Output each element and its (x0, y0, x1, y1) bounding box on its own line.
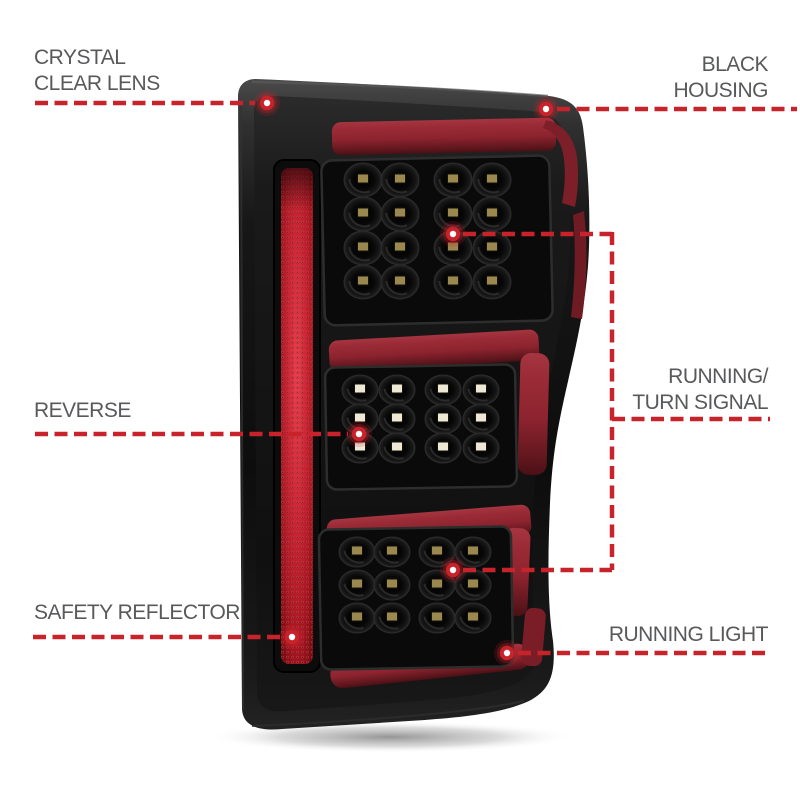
led-cup (454, 602, 492, 634)
callout-label-reverse: REVERSE (34, 399, 131, 422)
led-cup (472, 264, 512, 300)
led-cup (341, 432, 379, 464)
led-cup (341, 374, 379, 406)
callout-dot (440, 557, 466, 583)
led-cup (433, 264, 473, 300)
led-cup (462, 403, 500, 435)
led-sections (317, 154, 554, 671)
led-cup (462, 374, 500, 406)
led-cup (424, 432, 462, 464)
callout-dots (254, 90, 559, 666)
led-cup (378, 403, 416, 435)
led-cup (433, 162, 473, 198)
led-cup (424, 374, 462, 406)
callout-dot (533, 96, 559, 122)
led-cup (343, 196, 383, 232)
safety-reflector-strip (273, 159, 321, 673)
led-cup (424, 403, 462, 435)
callout-label-crystal-clear-lens: CRYSTAL CLEAR LENS (34, 46, 160, 95)
leader-lines (33, 100, 797, 656)
callout-label-running-turn-signal: RUNNING/ TURN SIGNAL (632, 365, 768, 414)
callout-dot (440, 221, 466, 247)
led-cup (378, 374, 416, 406)
led-cup (380, 230, 420, 266)
callout-dot (254, 90, 280, 116)
led-cup (462, 432, 500, 464)
led-cup (380, 162, 420, 198)
callout-label-running-light: RUNNING LIGHT (608, 623, 769, 646)
led-cup (472, 196, 512, 232)
led-cup (373, 536, 411, 568)
callout-dot (494, 640, 520, 666)
led-cup (343, 230, 383, 266)
led-cup (454, 536, 492, 568)
led-cup (454, 569, 492, 601)
callout-label-black-housing: BLACK HOUSING (673, 53, 768, 102)
led-cup (338, 602, 376, 634)
callout-dot (346, 421, 372, 447)
led-cup (472, 162, 512, 198)
led-cup (343, 264, 383, 300)
led-cup (380, 264, 420, 300)
led-cup (418, 536, 456, 568)
led-cup (373, 569, 411, 601)
led-cup (378, 432, 416, 464)
callout-dot (279, 624, 305, 650)
led-cup (338, 569, 376, 601)
led-cup (380, 196, 420, 232)
led-cup (338, 536, 376, 568)
led-cup (343, 162, 383, 198)
callout-label-safety-reflector: SAFETY REFLECTOR (34, 601, 240, 624)
led-cup (373, 602, 411, 634)
drop-shadow (205, 721, 575, 753)
leader-running-turn-signal (463, 231, 770, 573)
led-cup (418, 602, 456, 634)
